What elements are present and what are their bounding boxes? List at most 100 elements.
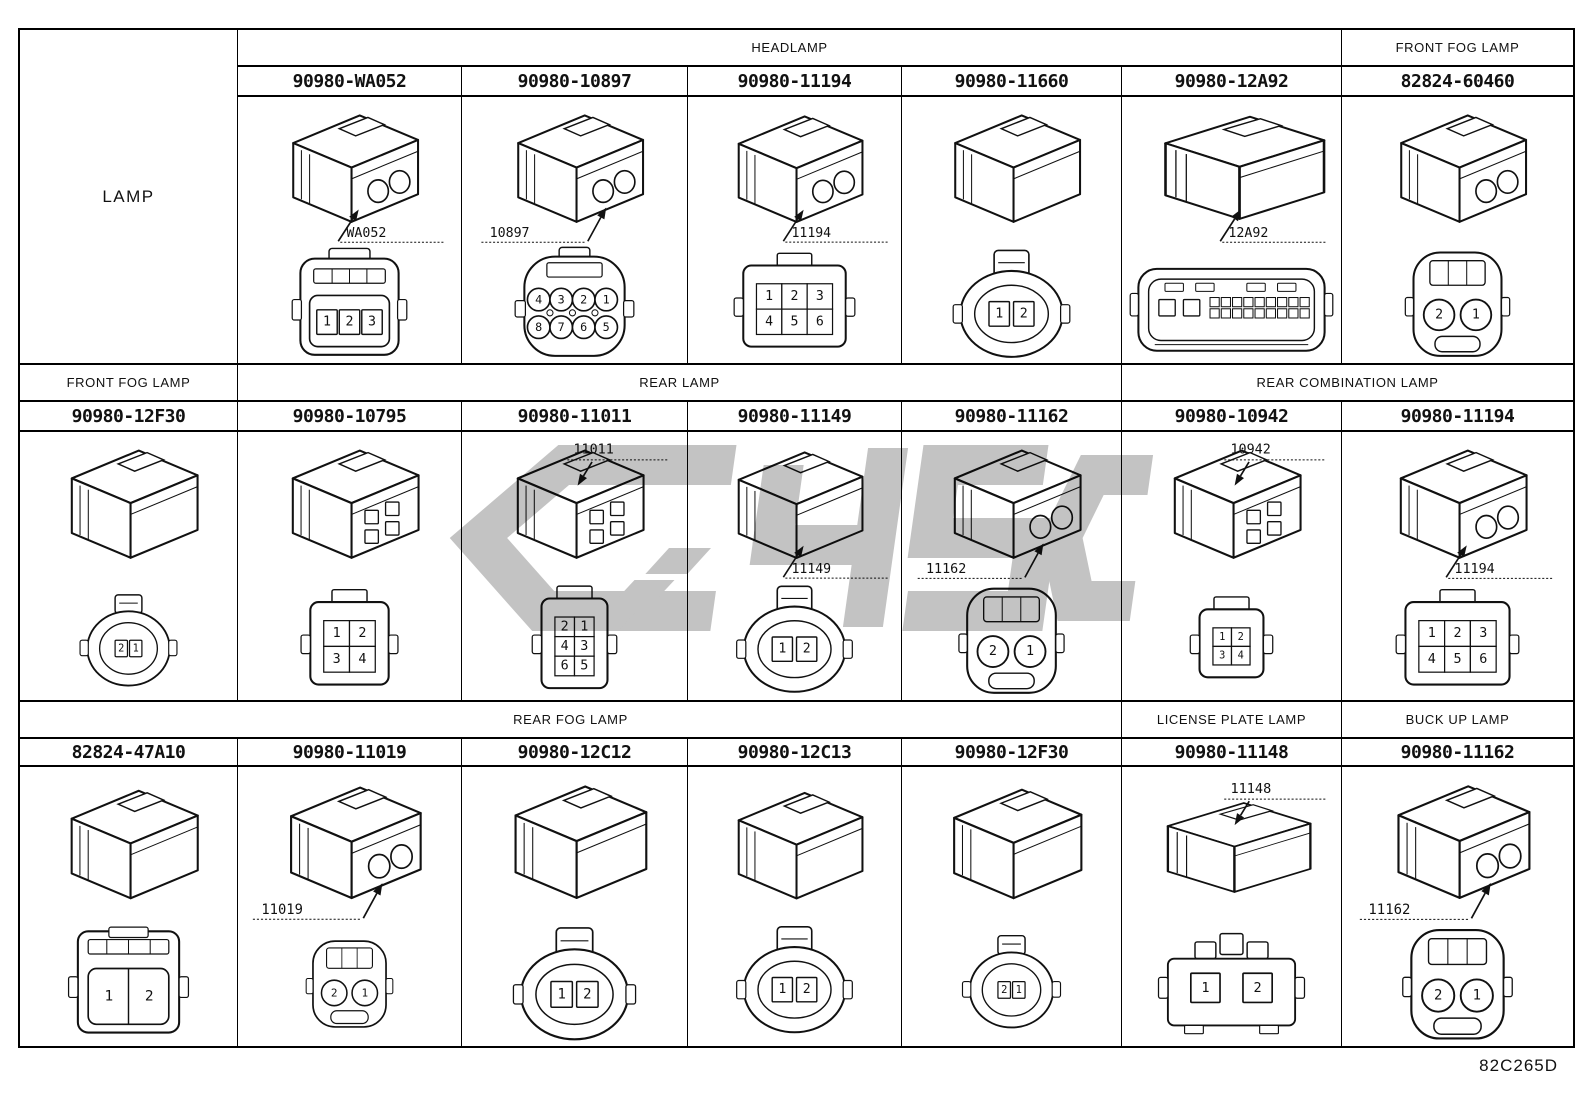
table-corner-label: LAMP — [20, 30, 238, 365]
part-number: 90980-11162 — [1342, 739, 1573, 767]
section-header-headlamp: HEADLAMP — [238, 30, 1342, 67]
callout-label: 12A92 — [1219, 209, 1326, 243]
part-number: 90980-10942 — [1122, 402, 1342, 432]
svg-text:3: 3 — [333, 652, 341, 667]
section-header-license-plate-lamp: LICENSE PLATE LAMP — [1122, 702, 1342, 739]
connector-iso-drawing — [1164, 115, 1326, 220]
svg-text:5: 5 — [791, 314, 799, 329]
svg-text:6: 6 — [816, 314, 824, 329]
svg-text:1: 1 — [1016, 984, 1022, 996]
connector-front-view — [1129, 267, 1334, 352]
callout-label: 11148 — [1224, 781, 1326, 826]
callout-label: 11162 — [1359, 882, 1491, 920]
svg-text:4: 4 — [765, 314, 773, 329]
svg-text:10897: 10897 — [490, 226, 530, 241]
svg-text:2: 2 — [346, 315, 354, 330]
part-number: 90980-11011 — [462, 402, 688, 432]
part-number: 90980-11148 — [1122, 739, 1342, 767]
callout-label: 11019 — [252, 883, 383, 920]
svg-text:5: 5 — [1453, 652, 1461, 667]
svg-text:1: 1 — [333, 626, 341, 641]
callout-label: 11194 — [1445, 545, 1553, 579]
part-number: 90980-12F30 — [20, 402, 238, 432]
page-code: 82C265D — [1479, 1056, 1558, 1075]
svg-text:2: 2 — [118, 642, 124, 654]
svg-text:1: 1 — [1472, 307, 1480, 322]
svg-text:5: 5 — [580, 658, 588, 673]
connector-iso-drawing — [514, 785, 648, 899]
svg-text:1: 1 — [557, 986, 565, 1002]
connector-iso-drawing — [953, 449, 1082, 559]
connector-iso-drawing — [516, 449, 645, 559]
svg-text:1: 1 — [778, 982, 786, 997]
svg-text:8: 8 — [535, 320, 542, 334]
svg-text:3: 3 — [816, 289, 824, 304]
connector-iso-drawing — [70, 449, 199, 559]
part-number: 90980-12C12 — [462, 739, 688, 767]
svg-text:2: 2 — [331, 986, 338, 999]
connector-iso-drawing — [292, 114, 420, 223]
svg-text:2: 2 — [803, 982, 811, 997]
svg-text:2: 2 — [1001, 984, 1007, 996]
svg-text:4: 4 — [1238, 650, 1244, 662]
part-number: 90980-11194 — [1342, 402, 1573, 432]
part-number: 90980-11162 — [902, 402, 1122, 432]
svg-text:2: 2 — [1435, 307, 1443, 322]
callout-label: 10897 — [481, 207, 607, 243]
svg-text:3: 3 — [558, 293, 565, 307]
svg-text:2: 2 — [1238, 631, 1244, 643]
section-header-buck-up-lamp: BUCK UP LAMP — [1342, 702, 1573, 739]
callout-label: WA052 — [337, 209, 444, 243]
svg-text:4: 4 — [535, 293, 542, 307]
svg-text:4: 4 — [561, 639, 569, 654]
part-number: 90980-11660 — [902, 67, 1122, 97]
svg-text:2: 2 — [803, 642, 811, 657]
connector-cell: 12A92 — [1122, 97, 1342, 365]
part-number: 90980-11194 — [688, 67, 902, 97]
svg-text:2: 2 — [1020, 306, 1028, 321]
svg-text:1: 1 — [778, 642, 786, 657]
svg-text:1: 1 — [995, 306, 1003, 321]
svg-text:1: 1 — [580, 619, 588, 634]
svg-text:11194: 11194 — [1454, 562, 1494, 577]
section-header-rear-lamp: REAR LAMP — [238, 365, 1122, 402]
connector-iso-drawing — [953, 788, 1083, 900]
part-number: 90980-12F30 — [902, 739, 1122, 767]
connector-iso-drawing — [1397, 785, 1531, 899]
svg-text:11149: 11149 — [791, 562, 831, 577]
part-number: 82824-47A10 — [20, 739, 238, 767]
connector-cell: 11149 1 2 — [688, 432, 902, 702]
part-number: 90980-12A92 — [1122, 67, 1342, 97]
svg-text:1: 1 — [1219, 631, 1225, 643]
connector-iso-drawing — [517, 114, 645, 223]
connector-iso-drawing — [70, 789, 199, 900]
svg-text:2: 2 — [358, 626, 366, 641]
section-header-rear-combination-lamp: REAR COMBINATION LAMP — [1122, 365, 1573, 402]
part-number: 90980-12C13 — [688, 739, 902, 767]
